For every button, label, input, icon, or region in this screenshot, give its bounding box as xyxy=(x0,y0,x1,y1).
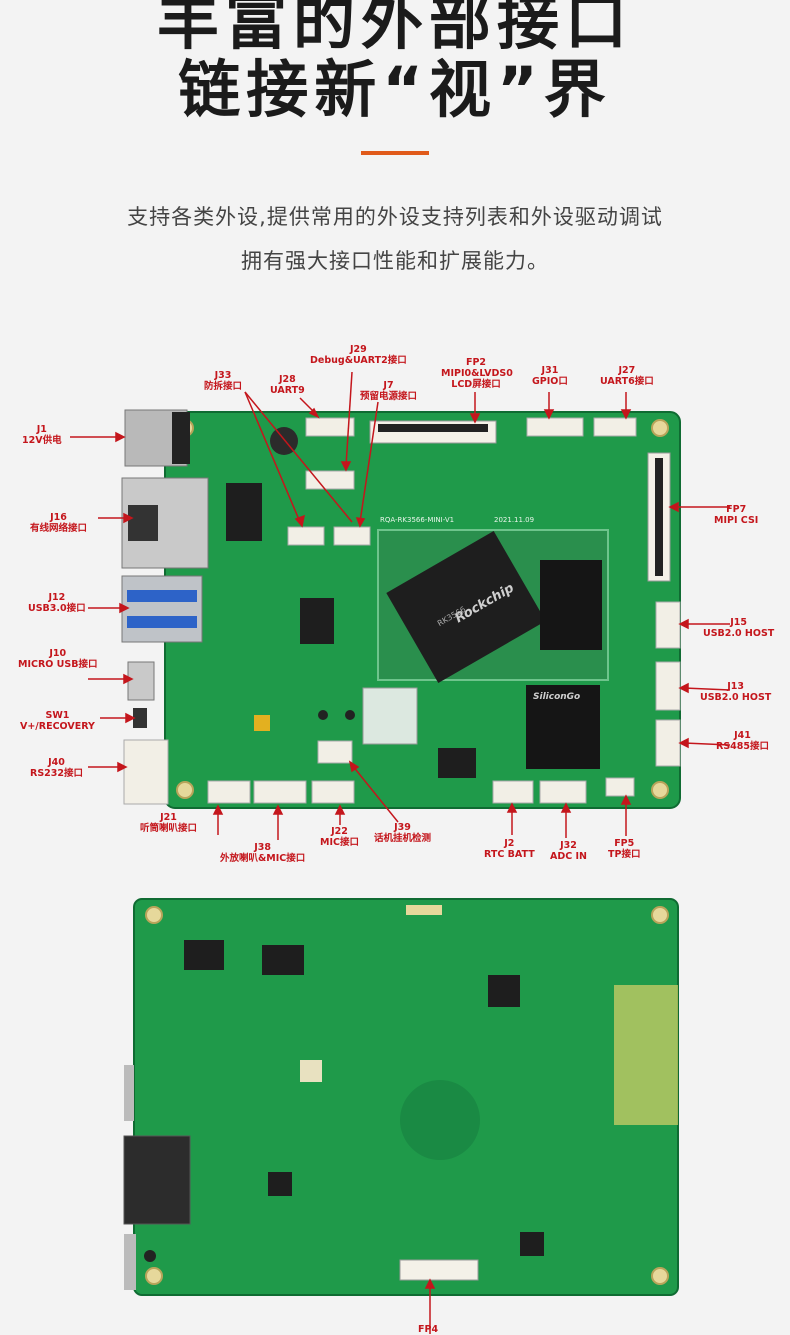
board-date: 2021.11.09 xyxy=(494,516,535,524)
back-pcb xyxy=(123,898,679,1296)
front-pcb xyxy=(121,409,681,809)
board-silkscreen: RQA-RK3566-MINI-V1 xyxy=(380,516,455,524)
page-title-line1: 丰富的外部接口 xyxy=(156,0,633,58)
label-fp4: FP4 xyxy=(418,1324,439,1335)
emmc-brand: SiliconGo xyxy=(533,692,581,702)
description-line2: 拥有强大接口性能和扩展能力。 xyxy=(241,249,549,273)
accent-divider xyxy=(361,151,429,155)
leader-lines xyxy=(70,371,731,1334)
description-line1: 支持各类外设,提供常用的外设支持列表和外设驱动调试 xyxy=(127,205,663,229)
page-title-line2: 链接新“视”界 xyxy=(178,53,612,126)
